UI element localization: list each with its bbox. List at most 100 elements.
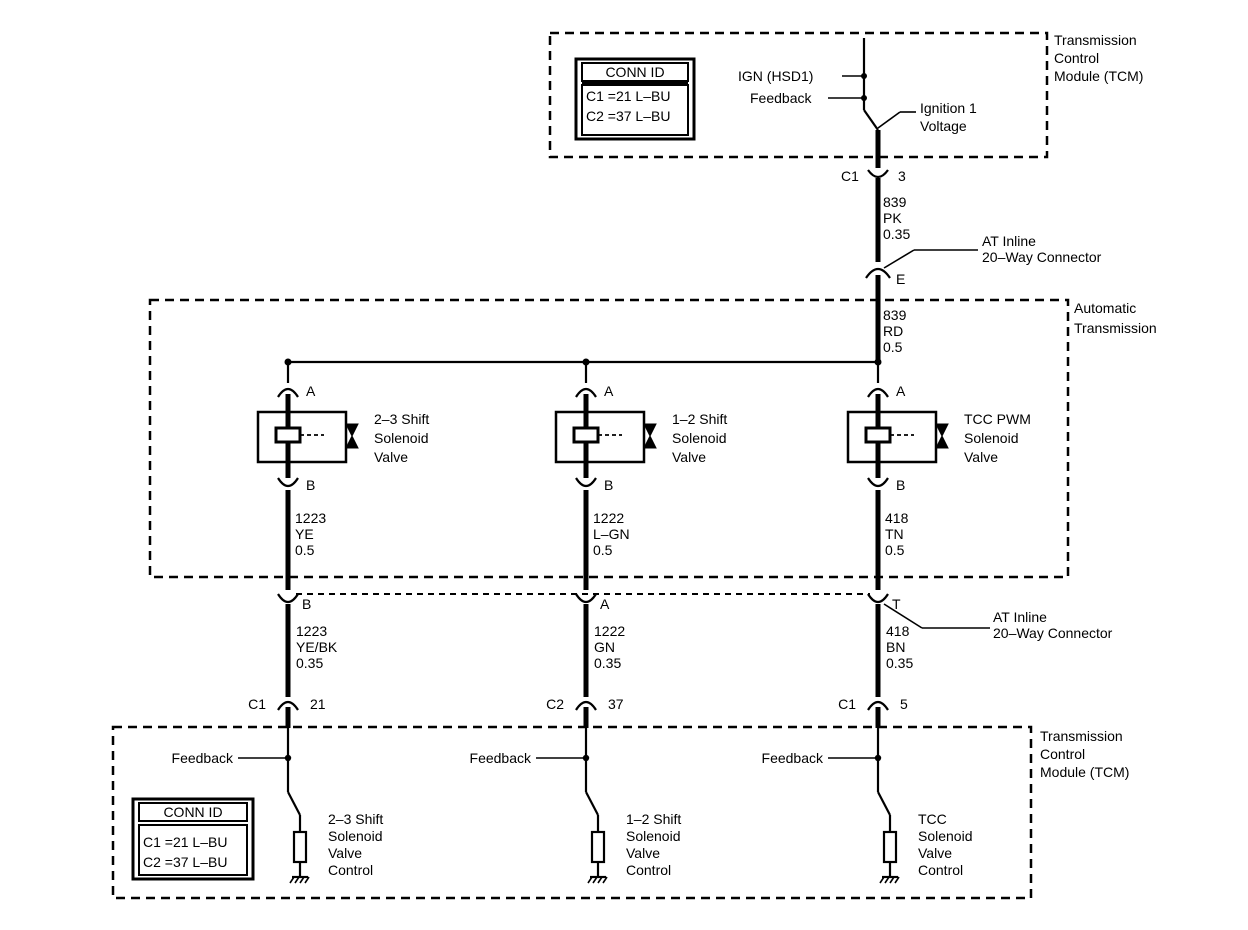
solenoid-pin-b-label: B (604, 477, 613, 493)
ign-switch-icon (863, 109, 879, 131)
wire-lower-color: YE/BK (296, 639, 338, 655)
resistor-icon (590, 830, 606, 864)
top-conn-id-body-box (581, 84, 689, 136)
solenoid-pin-a-label: A (896, 383, 906, 399)
top-tcm-title-2: Control (1054, 50, 1099, 66)
solenoid-name-1: TCC PWM (964, 411, 1031, 427)
control-label-4: Control (328, 862, 373, 878)
driver-switch-icon (585, 791, 599, 816)
control-label-1: 2–3 Shift (328, 811, 383, 827)
wire-upper-circuit: 1223 (295, 510, 326, 526)
bottom-conn-id-header: CONN ID (163, 804, 222, 820)
feed-wire: C1 3 839 PK 0.35 E AT Inline 20–Way Conn… (841, 130, 1102, 362)
bottom-conn-id-header-box (138, 802, 248, 822)
ign-hsd1-label: IGN (HSD1) (738, 68, 813, 84)
inline-e-pin: E (896, 271, 905, 287)
valve-icon (643, 423, 657, 449)
trans-feed-gauge: 0.5 (883, 339, 903, 355)
wire-lower-circuit: 1222 (594, 623, 625, 639)
solenoid-body (256, 410, 348, 464)
feedback-label: Feedback (762, 750, 824, 766)
solenoid-name-3: Valve (374, 449, 408, 465)
wire-lower-circuit: 418 (886, 623, 910, 639)
bottom-conn-id-body-box (138, 824, 248, 876)
bottom-tcm-title-1: Transmission (1040, 728, 1123, 744)
bottom-tcm-module: Transmission Control Module (TCM) CONN I… (111, 725, 1129, 900)
resistor-icon (882, 830, 898, 864)
wire-lower-gauge: 0.35 (296, 655, 323, 671)
solenoid-pin-a-label: A (604, 383, 614, 399)
top-tcm-box (548, 31, 1049, 159)
top-conn-id-header: CONN ID (605, 64, 664, 80)
solenoid-coil-icon (864, 426, 892, 444)
top-conn-id-row-1: C1 =21 L–BU (586, 88, 670, 104)
top-feedback-label: Feedback (750, 90, 812, 106)
control-label-1: TCC (918, 811, 947, 827)
tcm-pin-label: 5 (900, 696, 908, 712)
wire-lower-gauge: 0.35 (594, 655, 621, 671)
inline-lower-leader (883, 603, 923, 629)
ignition-label-1: Ignition 1 (920, 100, 977, 116)
valve-icon (345, 423, 359, 449)
feed-wire-circuit: 839 (883, 194, 907, 210)
wire-lower-color: BN (886, 639, 905, 655)
trans-feed-circuit: 839 (883, 307, 907, 323)
feed-wire-color: PK (883, 210, 902, 226)
c1-pin3-connector-icon (867, 169, 889, 179)
solenoid-pin-a-label: A (306, 383, 316, 399)
solenoid-pin-b-label: B (896, 477, 905, 493)
solenoid-branch-2: A1–2 ShiftSolenoidValveB1222L–GN0.5A1222… (470, 362, 727, 884)
pin-a-connector-icon (575, 387, 597, 398)
pin-a-connector-icon (867, 387, 889, 398)
inline-lower-connector-icon (867, 593, 889, 604)
wire-upper-color: L–GN (593, 526, 630, 542)
bottom-conn-id-outer (131, 797, 255, 881)
solenoid-branches: A2–3 ShiftSolenoidValveB1223YE0.5B1223YE… (172, 362, 1031, 884)
tcm-connector-icon (575, 700, 597, 711)
inline-lower-label-1: AT Inline (993, 609, 1047, 625)
valve-icon (935, 423, 949, 449)
bottom-conn-id-table: CONN ID C1 =21 L–BU C2 =37 L–BU (131, 797, 255, 881)
feed-conn-label: C1 (841, 168, 859, 184)
top-conn-id-row-2: C2 =37 L–BU (586, 108, 670, 124)
solenoid-coil-icon (274, 426, 302, 444)
inline-upper-label-1: AT Inline (982, 233, 1036, 249)
pin-b-connector-icon (867, 477, 889, 488)
control-label-4: Control (626, 862, 671, 878)
auto-trans-box (148, 298, 1070, 579)
solenoid-name-1: 2–3 Shift (374, 411, 429, 427)
wire-upper-gauge: 0.5 (593, 542, 613, 558)
control-label-3: Valve (328, 845, 362, 861)
inline-e-connector-icon (865, 267, 891, 279)
solenoid-name-1: 1–2 Shift (672, 411, 727, 427)
top-tcm-title-3: Module (TCM) (1054, 68, 1143, 84)
tcm-conn-label: C2 (546, 696, 564, 712)
auto-trans-title-2: Transmission (1074, 320, 1157, 336)
feed-pin-label: 3 (898, 168, 906, 184)
top-tcm-module: Transmission Control Module (TCM) CONN I… (548, 31, 1143, 159)
solenoid-name-3: Valve (672, 449, 706, 465)
solenoid-name-2: Solenoid (964, 430, 1019, 446)
tcm-connector-icon (277, 700, 299, 711)
wire-upper-gauge: 0.5 (295, 542, 315, 558)
wire-upper-circuit: 418 (885, 510, 909, 526)
inline-lower-pin-label: T (892, 596, 901, 612)
wire-upper-gauge: 0.5 (885, 542, 905, 558)
control-label-3: Valve (918, 845, 952, 861)
tcm-pin-label: 37 (608, 696, 624, 712)
automatic-transmission-module: Automatic Transmission (148, 298, 1157, 579)
control-label-2: Solenoid (328, 828, 383, 844)
bottom-conn-id-row-1: C1 =21 L–BU (143, 834, 227, 850)
control-label-3: Valve (626, 845, 660, 861)
tcm-connector-icon (867, 700, 889, 711)
driver-switch-icon (877, 791, 891, 816)
inline-lower-pin-label: A (600, 596, 610, 612)
solenoid-pin-b-label: B (306, 477, 315, 493)
tcm-conn-label: C1 (248, 696, 266, 712)
wire-lower-gauge: 0.35 (886, 655, 913, 671)
feedback-label: Feedback (172, 750, 234, 766)
solenoid-name-3: Valve (964, 449, 998, 465)
inline-upper-label-2: 20–Way Connector (982, 249, 1102, 265)
control-label-4: Control (918, 862, 963, 878)
